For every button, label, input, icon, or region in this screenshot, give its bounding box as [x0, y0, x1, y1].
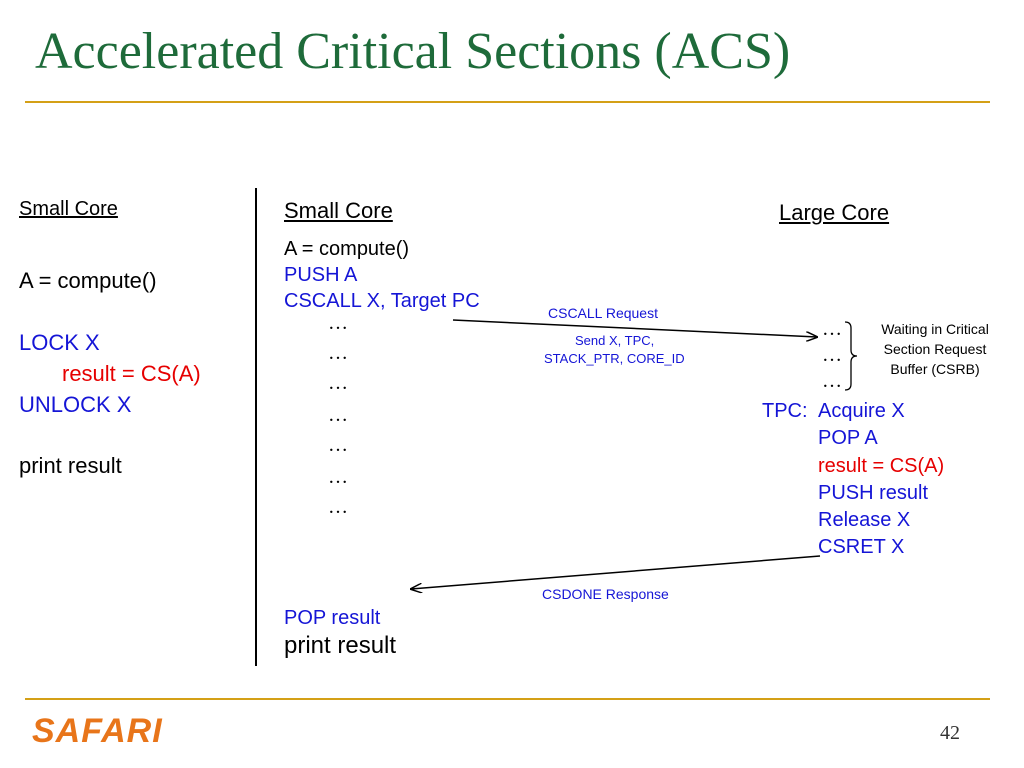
middle-dots-6: … [328, 466, 348, 488]
middle-line-pop: POP result [284, 607, 381, 629]
large-line-push: PUSH result [818, 482, 929, 504]
csdone-response-arrow [411, 555, 821, 589]
csrb-label: Waiting in Critical Section Request Buff… [881, 321, 989, 377]
middle-dots-3: … [328, 372, 348, 394]
cscall-request-label: CSCALL Request [548, 305, 658, 321]
left-line-print: print result [19, 453, 122, 478]
left-header: Small Core [19, 198, 118, 220]
large-line-csret: CSRET X [818, 536, 905, 558]
left-line-lock: LOCK X [19, 330, 100, 355]
large-line-pop: POP A [818, 427, 878, 449]
cscall-detail-1: Send X, TPC, [575, 333, 655, 348]
left-line-cs: result = CS(A) [62, 361, 201, 386]
left-line-unlock: UNLOCK X [19, 392, 132, 417]
middle-header: Small Core [284, 198, 393, 223]
middle-line-cscall: CSCALL X, Target PC [284, 290, 480, 312]
csrb-dots-3: … [822, 370, 842, 392]
middle-line-push: PUSH A [284, 264, 358, 286]
middle-dots-4: … [328, 404, 348, 426]
csrb-bracket [844, 321, 858, 391]
slide-title: Accelerated Critical Sections (ACS) [35, 23, 791, 80]
safari-logo: SAFARI [32, 712, 163, 750]
large-line-release: Release X [818, 509, 911, 531]
footer-divider [25, 698, 990, 700]
page-number: 42 [940, 722, 960, 744]
title-divider [25, 101, 990, 103]
left-line-compute: A = compute() [19, 268, 157, 293]
middle-line-print: print result [284, 632, 397, 659]
right-header: Large Core [779, 200, 890, 225]
middle-dots-5: … [328, 434, 348, 456]
middle-line-compute: A = compute() [284, 238, 410, 260]
middle-dots-2: … [328, 342, 348, 364]
tpc-label: TPC: [762, 400, 808, 422]
column-divider [255, 188, 257, 666]
large-line-cs: result = CS(A) [818, 455, 945, 477]
large-line-acquire: Acquire X [818, 400, 905, 422]
csrb-dots-2: … [822, 344, 842, 366]
middle-dots-1: … [328, 312, 348, 334]
cscall-detail-2: STACK_PTR, CORE_ID [544, 351, 685, 366]
csdone-response-label: CSDONE Response [542, 586, 669, 602]
cscall-request-arrow [452, 319, 817, 337]
middle-dots-7: … [328, 496, 348, 518]
csrb-dots-1: … [822, 318, 842, 340]
